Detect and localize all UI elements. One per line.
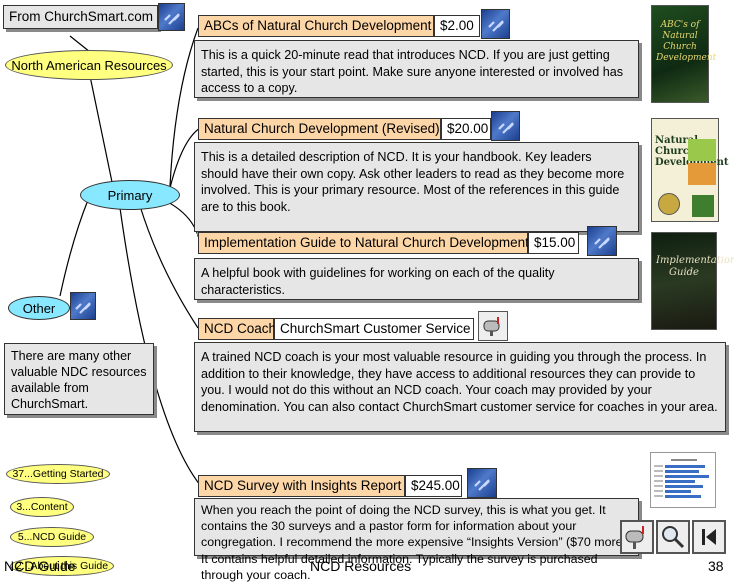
resource-description-ncd-coach: A trained NCD coach is your most valuabl…: [194, 342, 726, 432]
chain-link-icon[interactable]: [481, 9, 510, 39]
skip-to-start-icon[interactable]: [692, 520, 726, 554]
quick-link-getting-started[interactable]: 37...Getting Started: [6, 464, 110, 484]
magnifier-icon[interactable]: [656, 520, 690, 554]
quick-link-ncd-guide[interactable]: 5...NCD Guide: [10, 527, 94, 547]
mailbox-icon[interactable]: [620, 520, 654, 554]
implementation-cover-text: Implementation Guide: [656, 255, 734, 278]
cover-orange-image: [688, 163, 716, 185]
chain-link-icon[interactable]: [70, 292, 96, 320]
resource-title-ncd-survey[interactable]: NCD Survey with Insights Report: [198, 475, 405, 497]
mailbox-icon[interactable]: [478, 311, 508, 341]
abcs-book-cover: ABC's of Natural Church Development: [651, 5, 717, 103]
resource-description-abcs: This is a quick 20-minute read that intr…: [194, 40, 639, 98]
chain-link-icon[interactable]: [491, 111, 520, 141]
other-resources-note: There are many other valuable NDC resour…: [4, 343, 154, 415]
primary-oval[interactable]: Primary: [80, 180, 180, 210]
resource-title-implementation-guide[interactable]: Implementation Guide to Natural Church D…: [198, 232, 529, 254]
footer-page-number: 38: [708, 558, 724, 574]
cover-medallion-image: [658, 193, 680, 215]
survey-report-thumbnail: [650, 452, 716, 508]
ncd-revised-cover-text: Natural Church Development: [655, 135, 729, 168]
implementation-guide-book-cover: Implementation Guide: [651, 232, 734, 330]
chain-link-icon[interactable]: [587, 226, 617, 256]
cover-green-image: [688, 139, 716, 161]
resource-title-ncd-coach[interactable]: NCD Coach: [198, 318, 276, 340]
ncd-coach-provider: ChurchSmart Customer Service: [274, 318, 474, 340]
footer-section-title: NCD Resources: [310, 558, 412, 574]
resource-title-ncd-revised[interactable]: Natural Church Development (Revised): [198, 118, 441, 140]
resource-description-implementation-guide: A helpful book with guidelines for worki…: [194, 258, 639, 300]
from-churchsmart-label: From ChurchSmart.com: [3, 5, 158, 29]
chain-link-icon[interactable]: [158, 3, 185, 31]
quick-link-content[interactable]: 3...Content: [10, 497, 74, 517]
north-american-resources-oval[interactable]: North American Resources: [5, 50, 173, 80]
price-ncd-survey: $245.00: [405, 475, 462, 497]
footer-guide-name: NCD Guide: [4, 558, 76, 574]
resource-description-ncd-revised: This is a detailed description of NCD. I…: [194, 142, 639, 232]
price-ncd-revised: $20.00: [441, 118, 491, 140]
price-abcs: $2.00: [434, 15, 480, 37]
price-implementation-guide: $15.00: [528, 232, 579, 254]
quick-link-about-guide[interactable]: 2...About this Guide: [10, 556, 114, 576]
chain-link-icon[interactable]: [467, 468, 497, 498]
other-oval[interactable]: Other: [8, 296, 70, 320]
abcs-cover-text: ABC's of Natural Church Development: [656, 20, 717, 63]
resource-description-ncd-survey: When you reach the point of doing the NC…: [194, 498, 639, 582]
ncd-revised-book-cover: Natural Church Development: [651, 118, 729, 222]
resource-title-abcs[interactable]: ABCs of Natural Church Development: [198, 15, 434, 37]
cover-leaf-image: [692, 195, 714, 217]
